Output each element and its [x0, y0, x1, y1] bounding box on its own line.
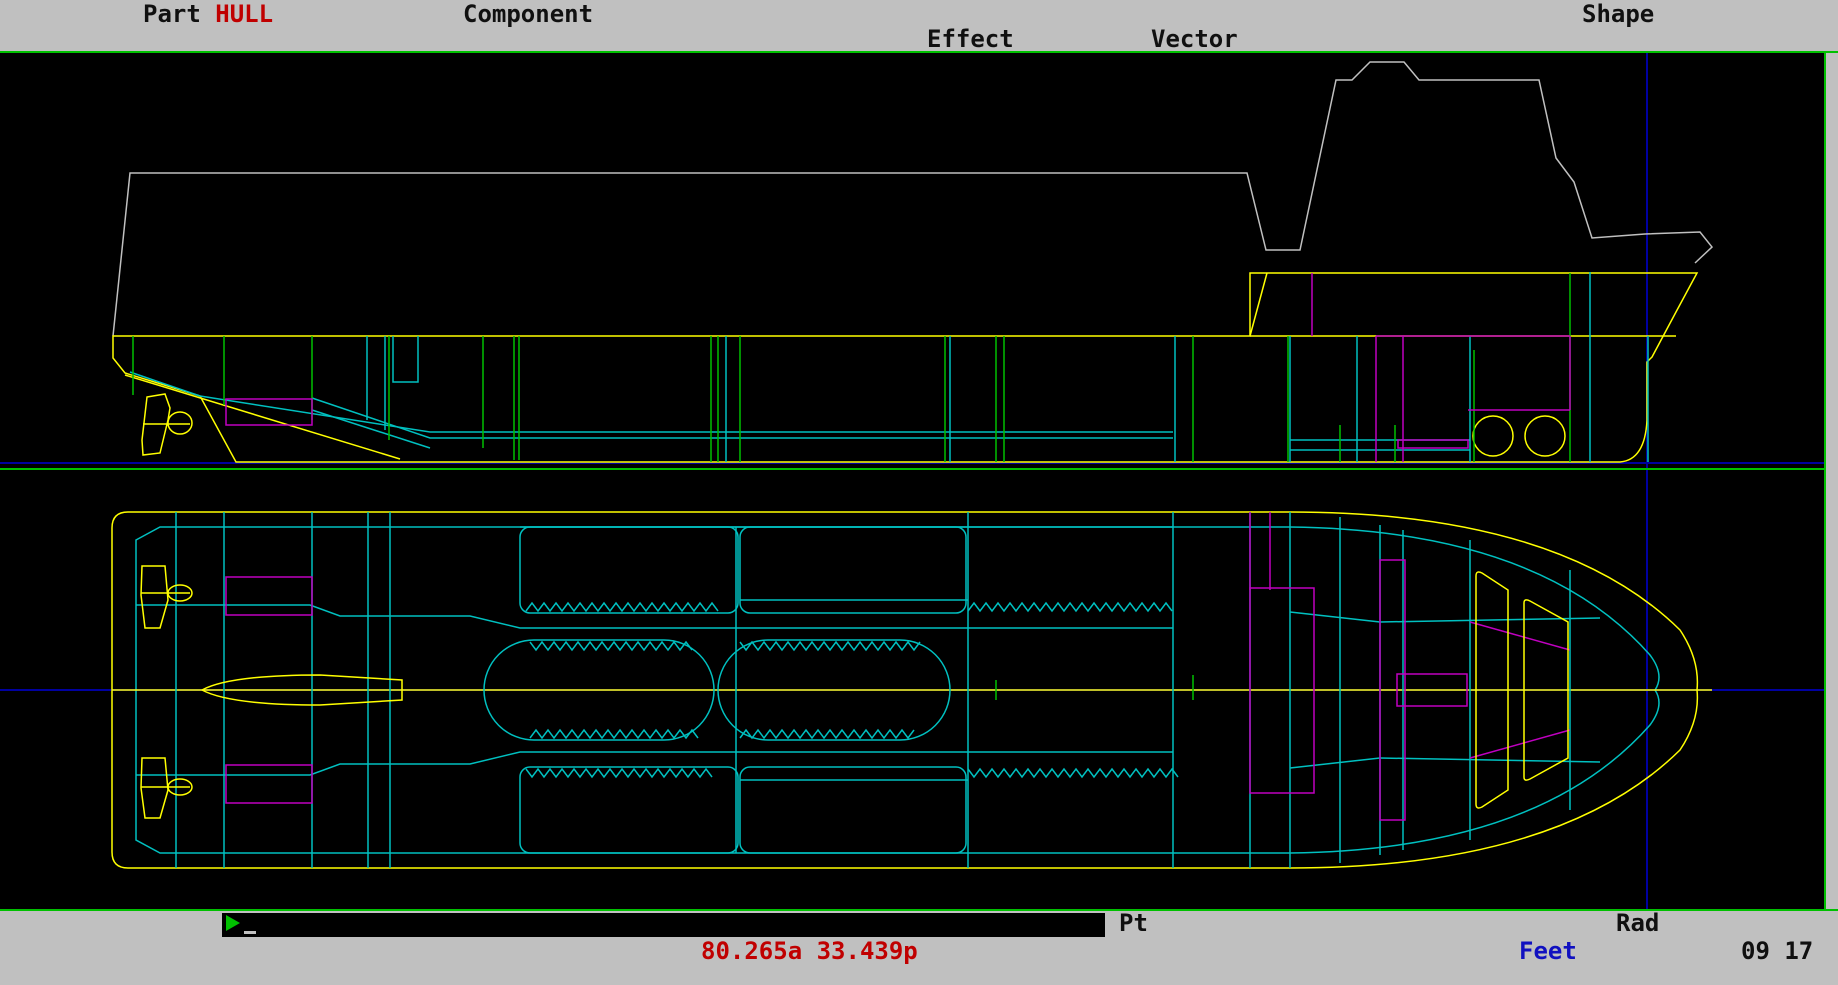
propeller-icon — [141, 393, 193, 456]
skeg-outline — [200, 674, 403, 706]
drawing-canvas[interactable] — [0, 53, 1826, 909]
status-bar: 80.265a 33.439p Feet 09 17 — [0, 937, 1838, 985]
menu-part-value: HULL — [215, 0, 274, 28]
menu-shape[interactable]: Shape — [1582, 0, 1655, 28]
command-row: Pt Rad — [0, 909, 1838, 937]
hull-plan-outline — [111, 511, 1699, 869]
plan-view — [111, 511, 1712, 869]
cargo-box-outline — [112, 61, 1714, 337]
cursor-coordinates: 80.265a 33.439p — [701, 937, 918, 965]
units-toggle[interactable]: Feet — [1519, 937, 1577, 965]
pt-button[interactable]: Pt — [1119, 909, 1148, 937]
green-arrow-icon — [226, 915, 240, 931]
menu-bar: Part HULL Component Effect Vector Shape — [0, 0, 1838, 53]
profile-view — [112, 61, 1714, 463]
propeller-icon — [140, 565, 193, 629]
thruster-icon — [1472, 415, 1514, 457]
hull-profile-outline — [112, 272, 1699, 463]
propeller-icon — [140, 757, 193, 819]
hull-drawing — [0, 53, 1824, 909]
menu-part-label: Part — [143, 0, 201, 28]
clock: 09 17 — [1741, 937, 1814, 965]
menu-effect[interactable]: Effect — [927, 25, 1014, 53]
menu-component[interactable]: Component — [463, 0, 594, 28]
thruster-icon — [1524, 415, 1566, 457]
rad-button[interactable]: Rad — [1616, 909, 1660, 937]
text-cursor — [244, 931, 256, 934]
command-input[interactable] — [222, 913, 1105, 937]
menu-part[interactable]: Part HULL — [143, 0, 273, 28]
menu-vector[interactable]: Vector — [1151, 25, 1238, 53]
